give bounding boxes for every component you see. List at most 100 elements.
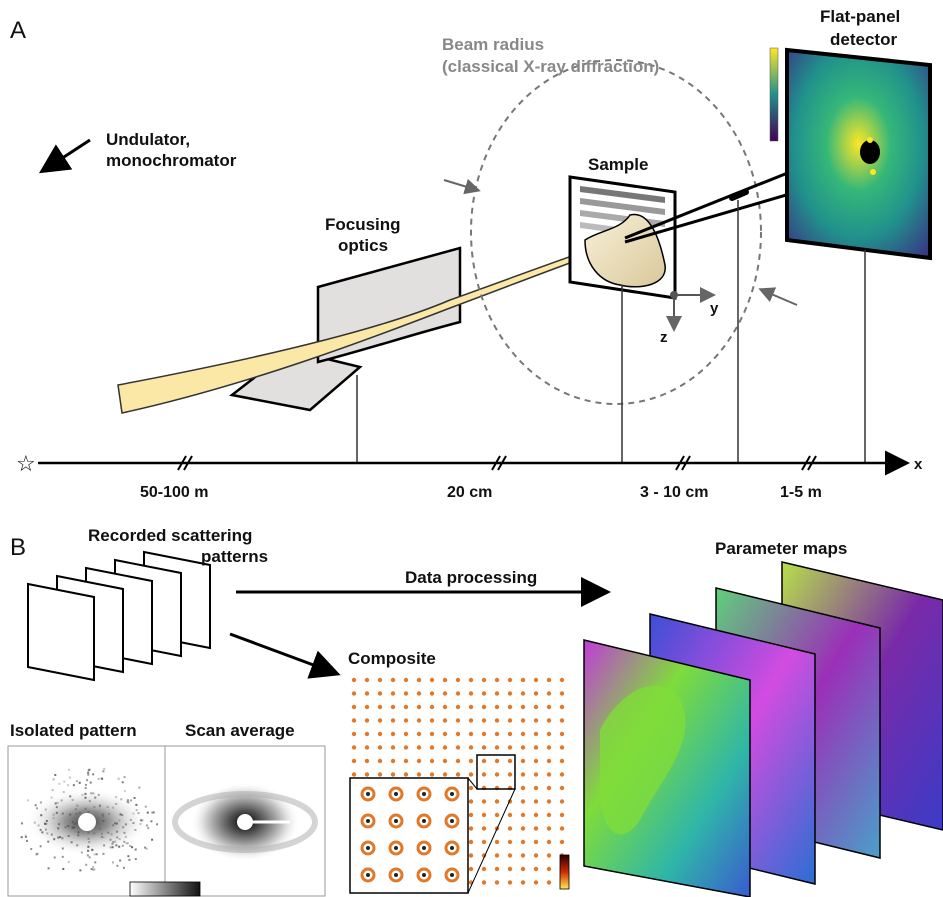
noise-pixel: [116, 836, 119, 839]
composite-dot: [455, 677, 461, 683]
composite-dot: [377, 704, 383, 710]
composite-dot: [429, 677, 435, 683]
composite-dot: [403, 704, 409, 710]
composite-dot: [481, 718, 487, 723]
composite-dot: [546, 704, 552, 710]
composite-dot: [546, 880, 552, 885]
noise-pixel: [106, 806, 109, 809]
focusing-label-line1: Focusing: [325, 215, 401, 234]
noise-pixel: [84, 792, 87, 795]
zoom-dot: [388, 786, 404, 802]
recorded-pattern-stack: [27, 550, 211, 682]
tissue-sample: [584, 213, 666, 288]
noise-pixel: [100, 832, 103, 835]
noise-pixel: [97, 777, 100, 780]
composite-dot: [533, 718, 539, 723]
composite-dot: [390, 691, 396, 696]
noise-pixel: [130, 799, 133, 802]
composite-dot: [559, 704, 565, 710]
noise-pixel: [131, 846, 134, 849]
noise-pixel: [44, 828, 47, 831]
composite-dot-grid: [351, 677, 565, 885]
noise-pixel: [86, 854, 89, 857]
focusing-label-line2: optics: [338, 236, 388, 255]
composite-dot: [468, 826, 474, 831]
noise-pixel: [54, 802, 57, 805]
composite-dot: [520, 758, 526, 764]
noise-pixel: [102, 815, 105, 818]
composite-dot: [416, 691, 422, 696]
noise-pixel: [70, 841, 73, 844]
noise-pixel: [146, 824, 149, 827]
noise-pixel: [53, 856, 56, 859]
composite-dot: [559, 785, 565, 791]
composite-dot: [559, 758, 565, 764]
noise-pixel: [88, 856, 91, 859]
composite-dot: [468, 785, 474, 791]
composite-dot: [507, 839, 513, 845]
noise-pixel: [139, 822, 142, 825]
noise-pixel: [102, 770, 105, 773]
panel-b-letter: B: [10, 534, 26, 561]
composite-dot: [429, 758, 435, 764]
composite-dot: [364, 718, 370, 723]
composite-dot: [429, 704, 435, 710]
noise-pixel: [141, 819, 144, 822]
noise-pixel: [121, 814, 124, 817]
composite-dot: [364, 677, 370, 683]
noise-pixel: [108, 812, 111, 815]
composite-dot: [494, 772, 500, 777]
noise-pixel: [126, 799, 129, 802]
composite-dot: [416, 677, 422, 683]
composite-dot: [468, 677, 474, 683]
composite-dot: [546, 785, 552, 791]
composite-dot: [364, 745, 370, 750]
noise-pixel: [76, 844, 79, 847]
composite-dot: [351, 772, 357, 777]
composite-dot: [507, 853, 513, 858]
noise-pixel: [24, 836, 27, 839]
noise-pixel: [55, 811, 58, 814]
composite-dot: [468, 731, 474, 737]
detector-beamstop-shadow: [860, 140, 880, 164]
composite-dot: [559, 799, 565, 804]
composite-dot: [377, 731, 383, 737]
composite-dot: [403, 772, 409, 777]
zoom-dot: [416, 786, 432, 802]
composite-dot: [351, 758, 357, 764]
noise-pixel: [44, 808, 47, 811]
composite-dot: [494, 758, 500, 764]
composite-dot: [442, 772, 448, 777]
zoom-dot: [416, 867, 432, 883]
composite-dot: [481, 677, 487, 683]
composite-dot: [559, 745, 565, 750]
sample-label: Sample: [588, 155, 648, 174]
noise-pixel: [119, 813, 122, 816]
composite-dot: [481, 745, 487, 750]
noise-pixel: [36, 807, 39, 810]
composite-dot: [559, 718, 565, 723]
scan-average-outer-ring: [172, 791, 318, 853]
composite-colorbar: [559, 854, 570, 890]
zoom-dot-center: [422, 846, 426, 850]
noise-pixel: [20, 836, 23, 839]
composite-dot: [377, 718, 383, 723]
noise-pixel: [39, 828, 42, 831]
noise-pixel: [124, 823, 127, 826]
composite-dot: [533, 677, 539, 683]
noise-pixel: [63, 780, 66, 783]
noise-pixel: [50, 833, 53, 836]
noise-pixel: [58, 823, 61, 826]
noise-pixel: [102, 819, 105, 822]
composite-dot: [520, 826, 526, 831]
zoom-dot: [444, 813, 460, 829]
noise-pixel: [80, 851, 83, 854]
noise-pixel: [103, 767, 106, 770]
composite-dot: [559, 839, 565, 845]
noise-pixel: [50, 796, 53, 799]
isolated-pattern-beamstop: [78, 813, 96, 831]
noise-pixel: [118, 845, 121, 848]
composite-dot: [520, 799, 526, 804]
axis-y-label: y: [710, 300, 719, 317]
noise-pixel: [123, 790, 126, 793]
